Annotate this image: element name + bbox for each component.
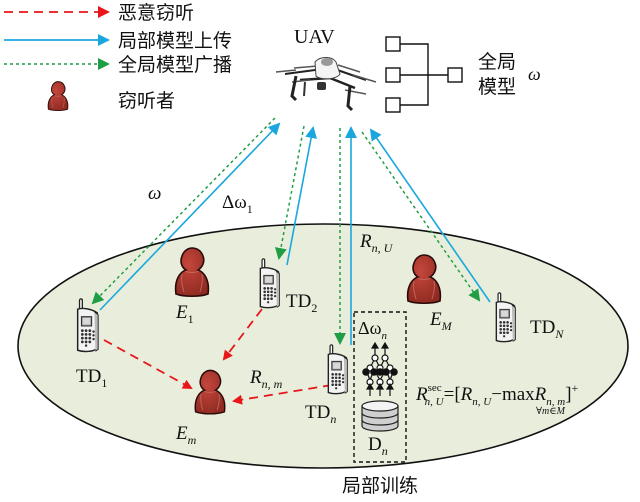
omega-label: ω — [148, 183, 161, 204]
dataset-dn-label: Dn — [368, 434, 388, 458]
tdn-label: TDn — [305, 402, 336, 426]
local-model-box-3 — [385, 97, 401, 113]
broadcast-to-td2 — [274, 125, 305, 260]
delta-omega-n-label: Δωn — [358, 318, 387, 342]
local-training-box: Δωn Dn — [353, 311, 407, 463]
eavesdrop-td1-to-em — [103, 339, 193, 389]
model-aggregation-tree — [385, 36, 463, 113]
legend-label-global-broadcast: 全局模型广播 — [118, 54, 232, 76]
eavesdropper-icon — [47, 81, 69, 112]
global-model-label-line2: 模型 — [478, 76, 516, 98]
legend-label-local-upload: 局部模型上传 — [118, 30, 232, 52]
blue-arrow-icon — [98, 34, 110, 46]
global-model-label-line1: 全局 — [478, 51, 516, 73]
e1-label: E1 — [175, 302, 194, 326]
uav-label: UAV — [294, 26, 335, 48]
td1-label: TD1 — [76, 366, 107, 390]
legend-item-local-upload: 局部模型上传 — [4, 30, 232, 52]
r-n-m-label: Rn, m — [249, 367, 283, 391]
local-model-box-2 — [385, 67, 401, 83]
drone-icon — [275, 57, 377, 112]
legend-label-eavesdropper: 窃听者 — [118, 90, 175, 112]
local-training-caption: 局部训练 — [342, 475, 418, 497]
td2-label: TD2 — [286, 291, 317, 315]
upload-from-tdN — [369, 128, 491, 303]
eavesdrop-td2-to-em — [222, 308, 263, 361]
dataset-database-icon — [361, 400, 399, 432]
delta-omega-1-label: Δω1 — [222, 192, 253, 216]
legend-item-global-broadcast: 全局模型广播 — [4, 54, 232, 76]
legend: 恶意窃听 局部模型上传 全局模型广播 窃听者 — [4, 2, 232, 112]
r-n-u-label: Rn, U — [359, 231, 394, 255]
em-label: Em — [175, 423, 197, 447]
global-model-symbol: ω — [528, 64, 541, 84]
legend-label-eavesdrop: 恶意窃听 — [118, 2, 194, 24]
links — [91, 117, 491, 405]
upload-from-td1 — [99, 122, 281, 311]
upload-from-td2 — [286, 126, 318, 266]
legend-item-eavesdrop: 恶意窃听 — [4, 2, 194, 24]
red-arrow-icon — [98, 6, 110, 18]
formula-max-subscript: ∀m∈M — [536, 406, 566, 417]
ground-area-ellipse — [17, 223, 629, 469]
eM-label: EM — [429, 309, 453, 333]
global-model-box — [447, 67, 463, 83]
broadcast-to-tdN — [361, 131, 481, 302]
broadcast-to-td1 — [91, 117, 276, 305]
eavesdrop-tdn-to-em — [232, 384, 333, 405]
tdN-label: TDN — [530, 317, 564, 341]
legend-item-eavesdropper: 窃听者 — [47, 81, 175, 112]
neural-network-icon — [362, 341, 398, 396]
local-model-box-1 — [385, 36, 401, 52]
green-arrow-icon — [98, 58, 110, 70]
